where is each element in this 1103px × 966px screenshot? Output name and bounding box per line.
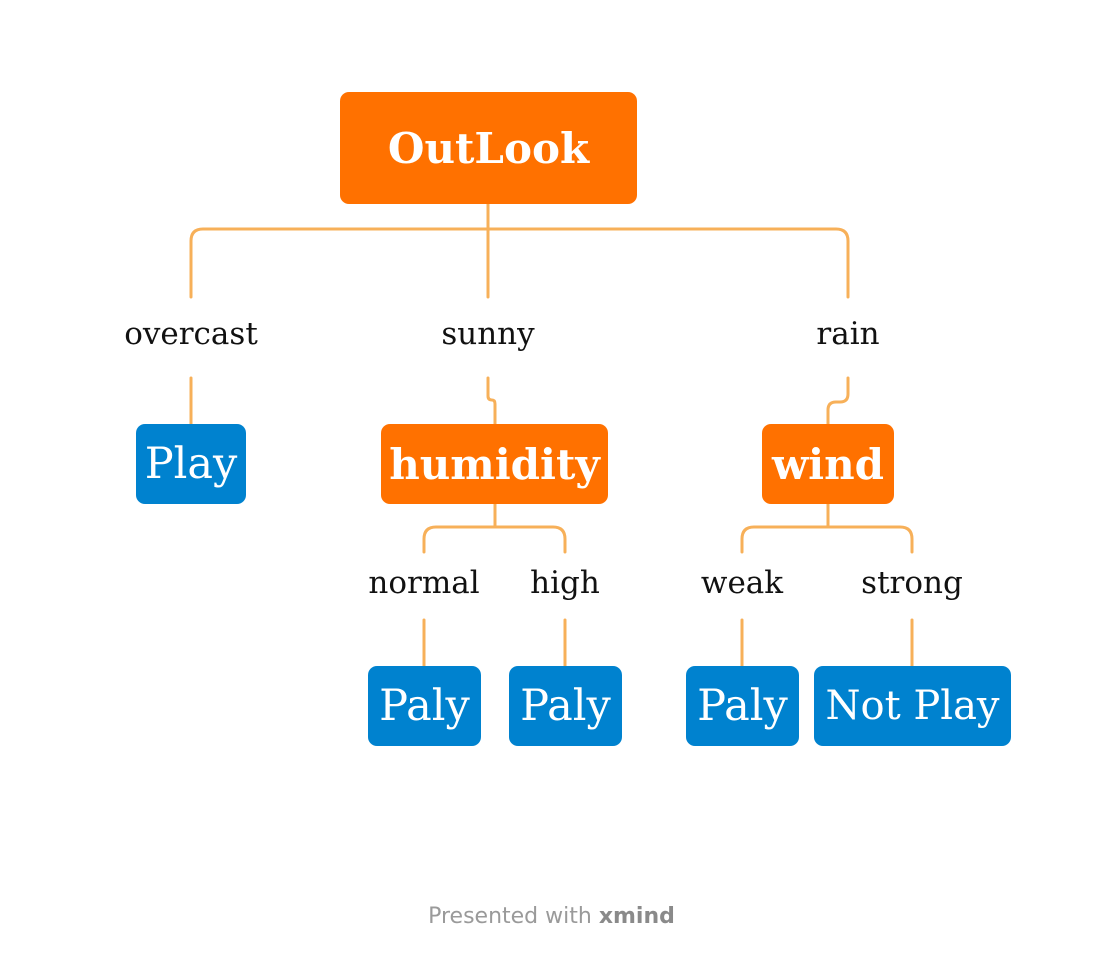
root-node-outlook: OutLook [340, 92, 637, 204]
leaf-node-play: Play [136, 424, 246, 504]
edge-label-strong: strong [861, 565, 963, 601]
connector-wind-bar [740, 525, 914, 554]
edge-label-sunny: sunny [441, 316, 535, 352]
credit-prefix: Presented with [428, 904, 599, 929]
leaf-node-weak-result: Paly [686, 666, 799, 746]
edge-label-weak: weak [700, 565, 784, 601]
xmind-logo-text: xmind [598, 904, 675, 929]
edge-label-normal: normal [368, 565, 480, 601]
presented-with-credit: Presented with xmind [0, 904, 1103, 929]
edge-label-overcast: overcast [124, 316, 258, 352]
decision-node-wind: wind [762, 424, 894, 504]
decision-node-humidity: humidity [381, 424, 608, 504]
leaf-node-strong-result: Not Play [814, 666, 1011, 746]
leaf-node-normal-result: Paly [368, 666, 481, 746]
connector-rain-wind [826, 376, 850, 426]
leaf-node-high-result: Paly [509, 666, 622, 746]
connector-root-bar [189, 227, 850, 299]
edge-label-rain: rain [816, 316, 880, 352]
connector-sunny-humidity [486, 376, 497, 426]
connector-humidity-bar [422, 525, 567, 554]
edge-label-high: high [530, 565, 600, 601]
